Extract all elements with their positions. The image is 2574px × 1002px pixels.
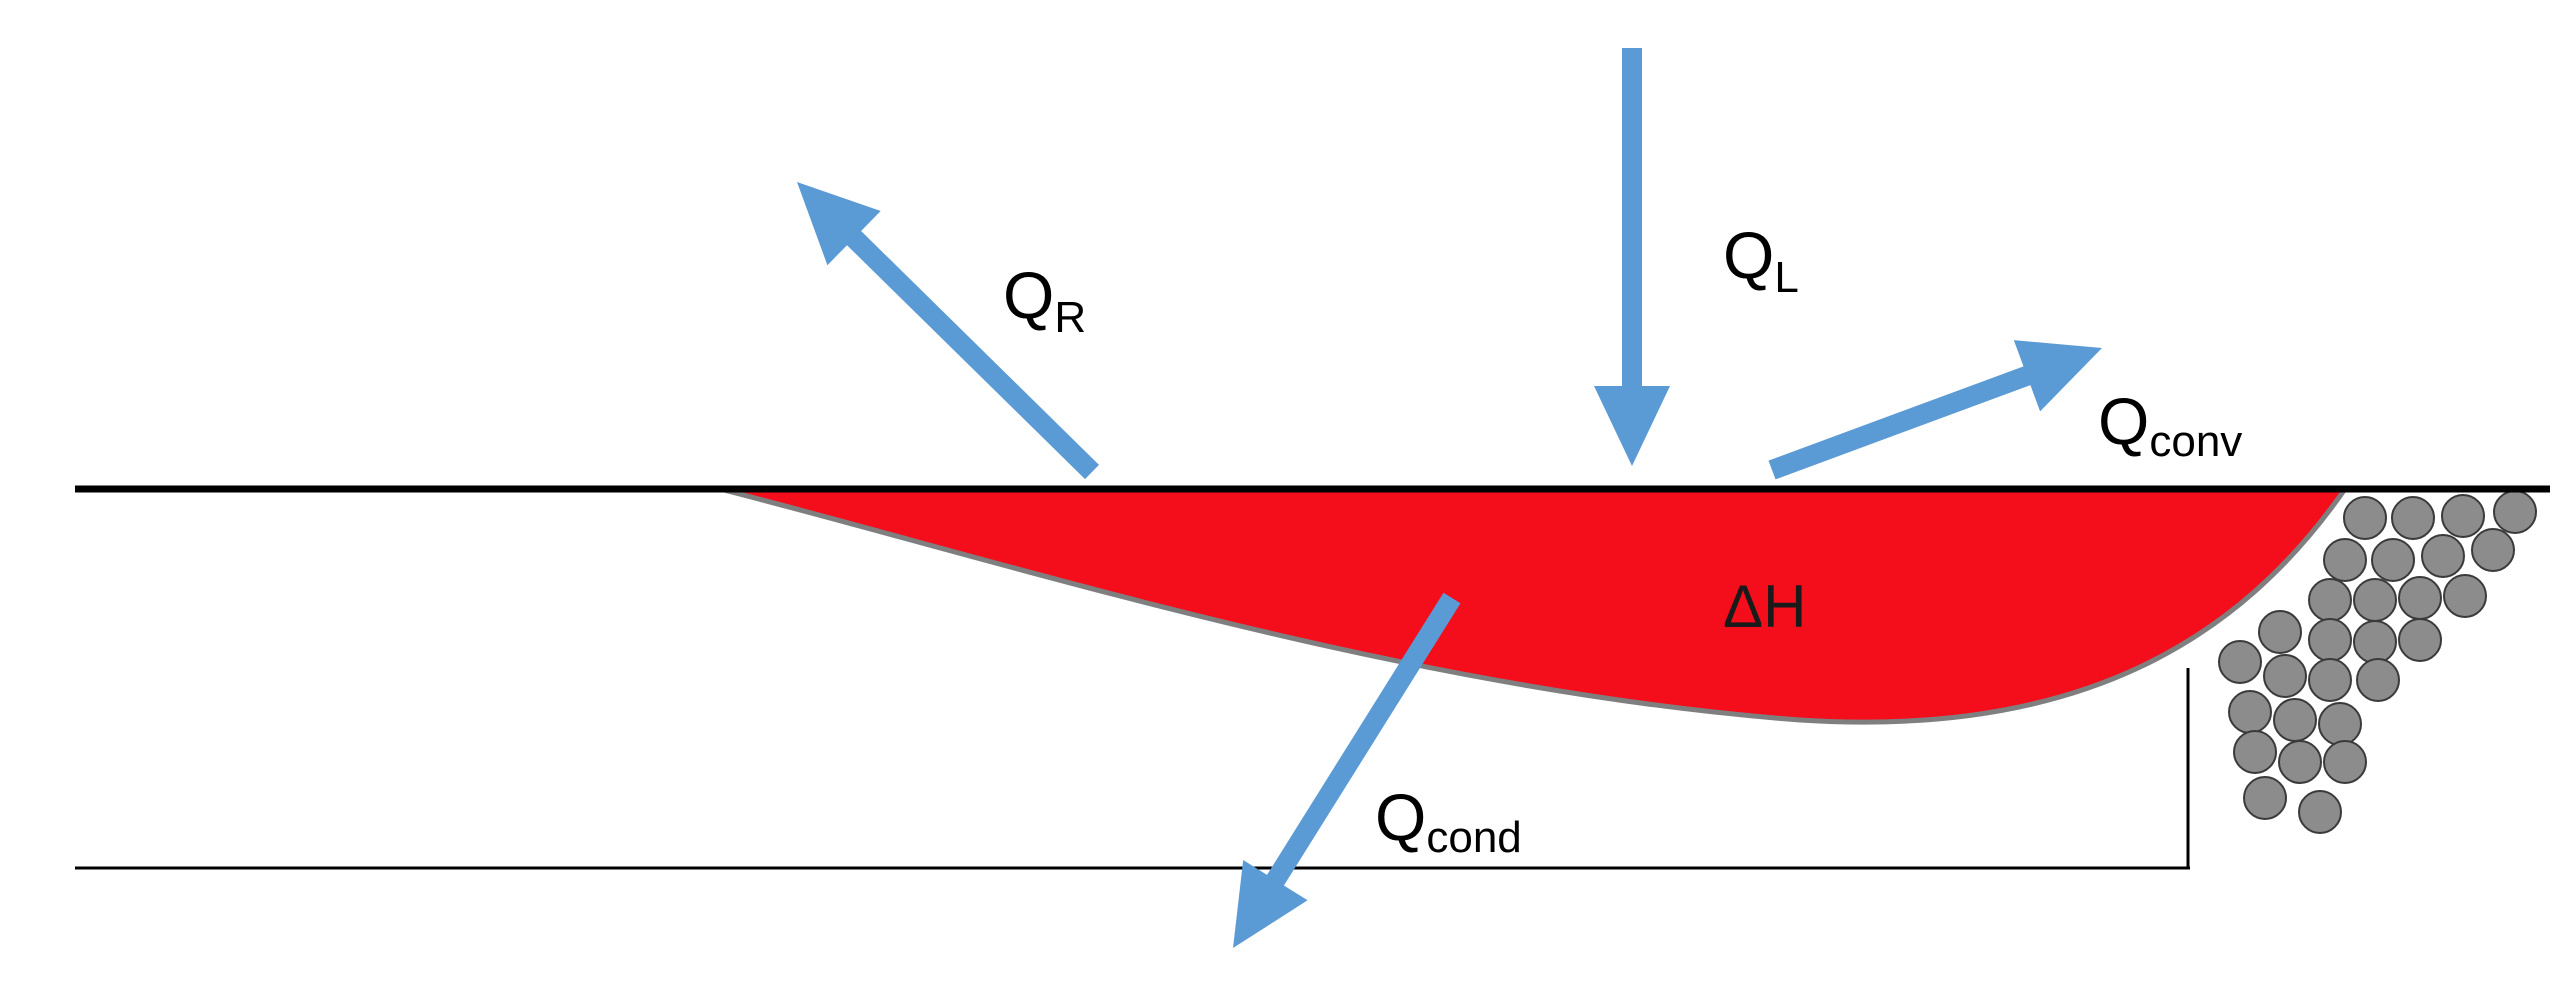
- label-delta-h: ΔH: [1723, 573, 1806, 640]
- powder-particle: [2308, 618, 2352, 662]
- powder-particle: [2471, 528, 2515, 572]
- powder-particle: [2353, 620, 2397, 664]
- powder-particle: [2356, 658, 2400, 702]
- arrow-q-conv: [1768, 340, 2102, 480]
- powder-particle: [2398, 618, 2442, 662]
- powder-particle: [2308, 578, 2352, 622]
- powder-particle: [2318, 702, 2362, 746]
- powder-particle: [2243, 776, 2287, 820]
- powder-particle: [2391, 496, 2435, 540]
- powder-particle: [2308, 658, 2352, 702]
- powder-particle: [2343, 496, 2387, 540]
- powder-particle: [2233, 730, 2277, 774]
- label-q-r-sub: R: [1054, 293, 1086, 342]
- powder-particle: [2258, 610, 2302, 654]
- powder-particle: [2228, 690, 2272, 734]
- powder-particle: [2278, 740, 2322, 784]
- arrow-q-r: [797, 182, 1099, 480]
- powder-particle: [2398, 576, 2442, 620]
- powder-particle: [2353, 578, 2397, 622]
- powder-particle: [2273, 698, 2317, 742]
- powder-particle: [2298, 790, 2342, 834]
- powder-particle: [2218, 640, 2262, 684]
- label-q-cond: Qcond: [1375, 780, 1522, 862]
- label-q-cond-sub: cond: [1426, 813, 1521, 862]
- powder-particle: [2323, 538, 2367, 582]
- label-q-conv: Qconv: [2098, 384, 2242, 466]
- powder-particle: [2441, 494, 2485, 538]
- powder-particle: [2443, 574, 2487, 618]
- powder-particle: [2493, 490, 2537, 534]
- powder-particle: [2421, 534, 2465, 578]
- label-q-l-sub: L: [1774, 253, 1798, 302]
- arrow-q-l: [1594, 48, 1670, 466]
- powder-particle: [2323, 740, 2367, 784]
- label-q-r-main: Q: [1003, 258, 1054, 332]
- label-q-conv-sub: conv: [2149, 417, 2242, 466]
- heat-flux-arrows: [797, 48, 2102, 948]
- label-q-l: QL: [1723, 218, 1799, 302]
- powder-particle: [2371, 538, 2415, 582]
- powder-particles: [2218, 490, 2537, 834]
- powder-particle: [2263, 654, 2307, 698]
- label-q-cond-main: Q: [1375, 780, 1426, 854]
- arrow-q-cond: [1233, 592, 1461, 948]
- label-q-conv-main: Q: [2098, 384, 2149, 458]
- label-q-r: QR: [1003, 258, 1086, 342]
- melt-pool: [719, 486, 2350, 725]
- label-q-l-main: Q: [1723, 218, 1774, 292]
